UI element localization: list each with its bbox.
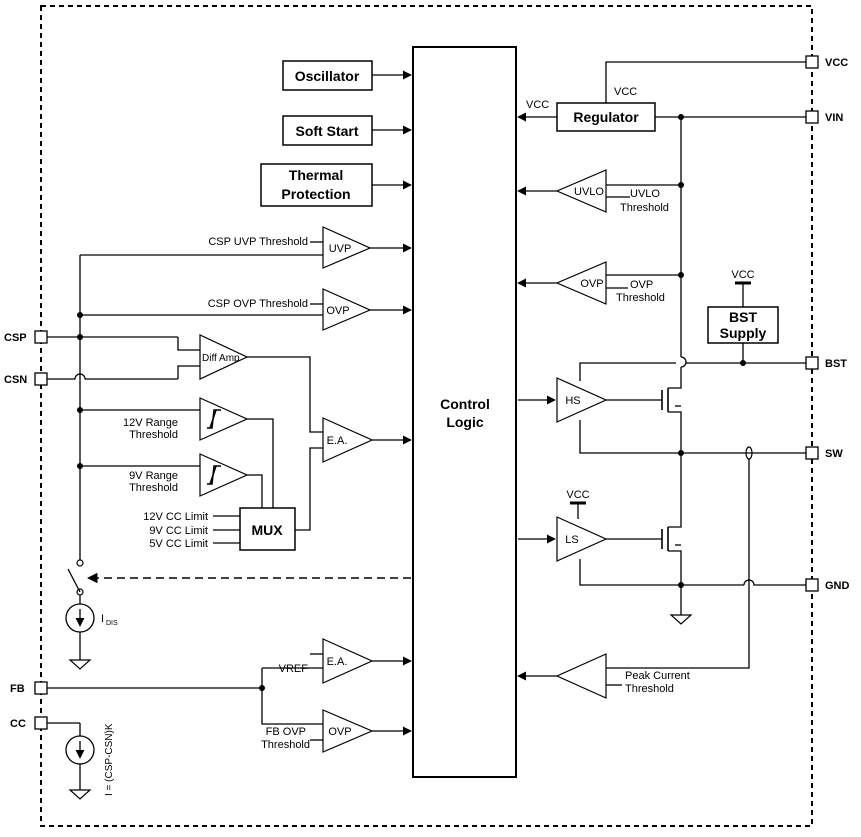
vref-label: VREF <box>279 663 309 675</box>
csp-ovp-comparator: OVP CSP OVP Threshold <box>77 288 412 331</box>
fb-pin: FB <box>10 667 323 725</box>
peak-current-label-1: Peak Current <box>625 670 690 682</box>
regulator-block: Regulator VCC <box>517 99 656 132</box>
soft-start-block: Soft Start <box>282 115 412 146</box>
svg-text:UVP: UVP <box>329 243 352 255</box>
fb-ovp-label-1: FB OVP <box>266 726 306 738</box>
csn-pin: CSN <box>4 372 178 386</box>
fb-ovp-label-2: Threshold <box>261 739 310 751</box>
sw-pin: SW <box>745 446 843 460</box>
control-logic-label-2: Logic <box>446 414 484 430</box>
svg-text:BST: BST <box>729 309 757 325</box>
vin-ovp-comparator: OVP OVP Threshold <box>517 261 681 305</box>
hs-driver: HS <box>518 372 806 456</box>
control-logic-label-1: Control <box>440 396 490 412</box>
discharge-switch: I DIS <box>65 559 411 670</box>
svg-text:Diff Amp: Diff Amp <box>202 353 240 364</box>
svg-text:VCC: VCC <box>825 57 848 69</box>
svg-text:Supply: Supply <box>720 325 767 341</box>
svg-text:OVP: OVP <box>326 305 349 317</box>
uvlo-threshold-label-2: Threshold <box>620 202 669 214</box>
svg-text:9V Range: 9V Range <box>129 470 178 482</box>
error-amp-fb: E.A. VREF <box>279 638 412 684</box>
svg-text:BST: BST <box>825 358 847 370</box>
diff-amp: Diff Amp <box>177 334 323 433</box>
gnd-pin: GND <box>743 578 850 592</box>
csp-uvp-comparator: UVP CSP UVP Threshold <box>80 226 412 269</box>
peak-current-comparator: Peak Current Threshold <box>517 459 750 699</box>
svg-text:FB: FB <box>10 683 25 695</box>
csp-ovp-threshold-label: CSP OVP Threshold <box>208 298 308 310</box>
fb-ovp-comparator: OVP FB OVP Threshold <box>261 709 412 753</box>
svg-text:MUX: MUX <box>251 522 283 538</box>
cc9-label: 9V CC Limit <box>149 525 208 537</box>
uvlo-comparator: UVLO UVLO Threshold <box>517 169 681 214</box>
svg-text:Threshold: Threshold <box>129 482 178 494</box>
ovp-threshold-label-1: OVP <box>630 279 653 291</box>
cc5-label: 5V CC Limit <box>149 538 208 550</box>
vcc-control-label: VCC <box>526 99 549 111</box>
svg-text:CC: CC <box>10 718 26 730</box>
svg-text:12V Range: 12V Range <box>123 417 178 429</box>
svg-text:Soft Start: Soft Start <box>296 123 359 139</box>
oscillator-block: Oscillator <box>282 60 412 91</box>
ls-driver: VCC LS <box>518 453 744 625</box>
svg-text:E.A.: E.A. <box>327 435 348 447</box>
svg-text:Protection: Protection <box>281 186 350 202</box>
cc-current-label: I = (CSP-CSN)K <box>104 723 115 796</box>
svg-text:CSN: CSN <box>4 374 27 386</box>
vcc-bst-label: VCC <box>731 269 754 281</box>
svg-text:LS: LS <box>565 534 578 546</box>
svg-text:E.A.: E.A. <box>327 656 348 668</box>
chip-boundary <box>40 5 813 827</box>
svg-text:UVLO: UVLO <box>574 186 604 198</box>
vin-pin: VIN <box>655 110 843 124</box>
mux-block: MUX 12V CC Limit 9V CC Limit 5V CC Limit <box>143 507 296 551</box>
thermal-protection-block: Thermal Protection <box>260 163 412 207</box>
svg-text:VIN: VIN <box>825 112 843 124</box>
csp-pin: CSP <box>4 330 178 344</box>
svg-text:Regulator: Regulator <box>573 109 639 125</box>
svg-text:SW: SW <box>825 448 843 460</box>
uvlo-threshold-label-1: UVLO <box>630 188 660 200</box>
svg-text:DIS: DIS <box>106 620 118 627</box>
cc12-label: 12V CC Limit <box>143 511 208 523</box>
svg-text:HS: HS <box>565 395 580 407</box>
range12-comparator: 12V Range Threshold <box>80 397 274 508</box>
error-amp-upper: E.A. <box>285 417 412 531</box>
vcc-regulator-label: VCC <box>614 86 637 98</box>
svg-text:Oscillator: Oscillator <box>295 68 360 84</box>
svg-text:Threshold: Threshold <box>129 429 178 441</box>
bst-supply-block: VCC BST Supply <box>707 269 779 366</box>
svg-text:CSP: CSP <box>4 332 27 344</box>
vcc-pin: VCC VCC <box>605 55 848 103</box>
range9-comparator: 9V Range Threshold <box>80 453 263 508</box>
idis-label: I <box>101 613 104 625</box>
svg-text:OVP: OVP <box>328 726 351 738</box>
svg-text:OVP: OVP <box>580 278 603 290</box>
peak-current-label-2: Threshold <box>625 683 674 695</box>
control-logic-block: Control Logic <box>412 46 517 778</box>
svg-text:Thermal: Thermal <box>289 167 343 183</box>
vcc-ls-label: VCC <box>566 489 589 501</box>
bst-pin: BST <box>579 356 847 381</box>
ovp-threshold-label-2: Threshold <box>616 292 665 304</box>
cc-pin: CC I = (CSP-CSN)K <box>10 716 115 800</box>
svg-text:GND: GND <box>825 580 850 592</box>
csp-uvp-threshold-label: CSP UVP Threshold <box>208 236 308 248</box>
